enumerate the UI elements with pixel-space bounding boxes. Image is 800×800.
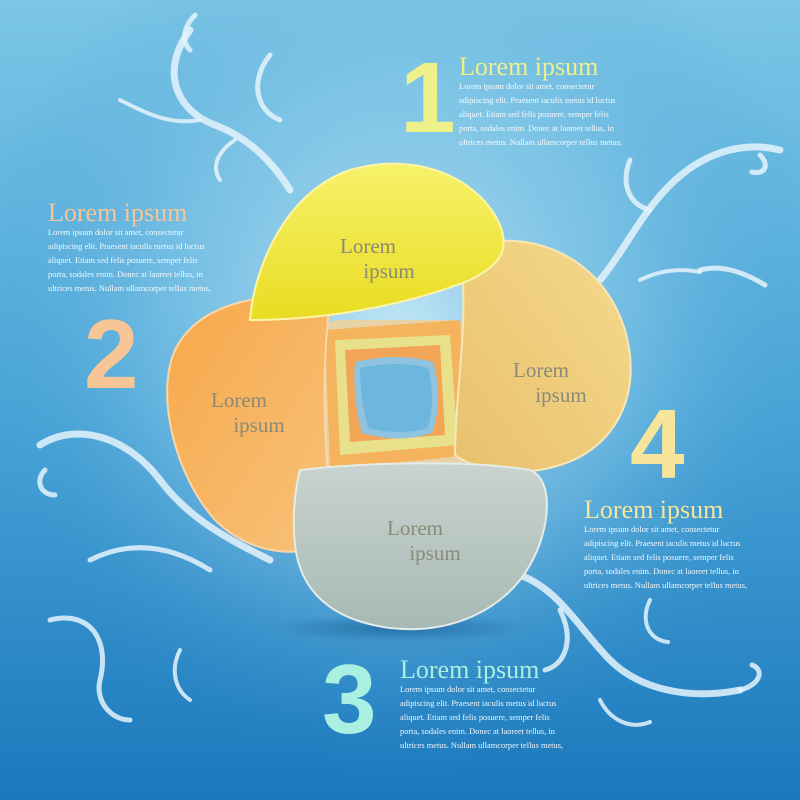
step-number-4: 4 [630,389,685,499]
flower-center [320,320,470,470]
step-body-4: Lorem ipsum dolor sit amet, consectetur … [584,525,748,590]
petal-label-peach: Lorem ipsum [513,358,587,407]
swirl-ornaments [36,12,784,727]
step-body-3: Lorem ipsum dolor sit amet, consectetur … [400,685,564,750]
step-body-1: Lorem ipsum dolor sit amet, consectetur … [459,82,623,147]
step-title-4: Lorem ipsum [584,495,724,524]
petal-gray [292,462,548,631]
step-number-2: 2 [84,299,139,409]
step-title-1: Lorem ipsum [459,52,599,81]
petal-orange [166,295,337,553]
step-title-3: Lorem ipsum [400,655,540,684]
petal-label-orange: Lorem ipsum [211,388,285,437]
step-number-1: 1 [400,42,456,154]
step-body-2: Lorem ipsum dolor sit amet, consectetur … [48,228,212,293]
step-title-2: Lorem ipsum [48,198,188,227]
step-number-3: 3 [322,644,377,754]
petal-label-gray: Lorem ipsum [387,516,461,565]
petal-peach [453,239,632,473]
petal-label-yellow: Lorem ipsum [340,234,415,283]
petal-yellow [248,162,505,322]
